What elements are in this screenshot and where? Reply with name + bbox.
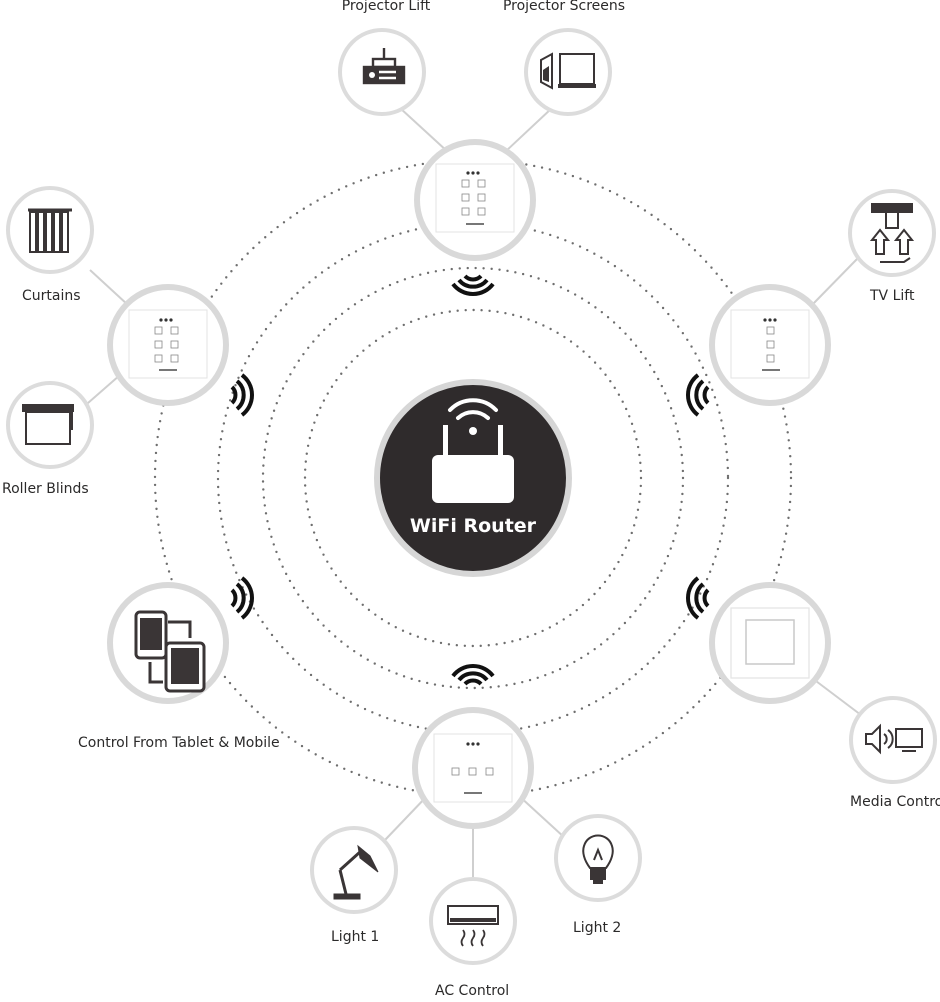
- speaker-tv-icon: [865, 723, 923, 755]
- roller-blind-icon: [22, 404, 74, 445]
- light-bulb-icon: [582, 834, 614, 884]
- router-icon: [432, 398, 514, 503]
- device-roller-blinds[interactable]: [6, 381, 94, 469]
- signal-waves-top: [451, 274, 495, 296]
- label-tablet-mobile: Control From Tablet & Mobile: [78, 735, 280, 751]
- connector-media-control: [807, 674, 866, 719]
- projector-screen-icon: [540, 52, 596, 90]
- panel-tablet-mobile[interactable]: [107, 582, 229, 704]
- device-curtains[interactable]: [6, 186, 94, 274]
- label-light-1: Light 1: [331, 929, 380, 945]
- signal-waves: [230, 274, 710, 686]
- connector-tv-lift: [811, 257, 859, 306]
- curtains-icon: [28, 208, 72, 253]
- device-light-2[interactable]: [554, 814, 642, 902]
- label-projector-lift: Projector Lift: [341, 0, 431, 14]
- signal-waves-left-upper: [230, 373, 254, 417]
- device-projector-screens[interactable]: [524, 28, 612, 116]
- connector-lines: [79, 107, 866, 880]
- label-tv-lift: TV Lift: [870, 288, 915, 304]
- label-ac-control: AC Control: [435, 983, 510, 999]
- air-conditioner-icon: [447, 905, 499, 947]
- panel-top[interactable]: [414, 139, 536, 261]
- wifi-router-hub[interactable]: [374, 379, 572, 577]
- dotted-ring-inner: [303, 308, 643, 648]
- panel-left[interactable]: [107, 284, 229, 406]
- signal-waves-right-upper: [686, 373, 710, 417]
- label-media-control: Media Control: [850, 794, 940, 810]
- dotted-ring-middle: [261, 266, 685, 690]
- connector-projector-lift: [399, 107, 449, 153]
- connector-light-1: [384, 794, 429, 841]
- connector-curtains: [89, 269, 129, 306]
- connector-projector-screens: [504, 107, 553, 153]
- signal-waves-right-lower: [686, 576, 710, 620]
- label-light-2: Light 2: [573, 920, 622, 936]
- signal-waves-left-lower: [230, 576, 254, 620]
- device-tv-lift[interactable]: [848, 189, 936, 277]
- dotted-ring-outer: [153, 158, 793, 798]
- device-light-1[interactable]: [310, 826, 398, 914]
- panel-right[interactable]: [709, 284, 831, 406]
- projector-lift-icon: [362, 48, 406, 85]
- device-media-control[interactable]: [849, 696, 937, 784]
- label-roller-blinds: Roller Blinds: [2, 481, 89, 497]
- panel-media[interactable]: [709, 582, 831, 704]
- tv-lift-icon: [869, 203, 915, 263]
- connector-light-2: [517, 794, 566, 839]
- tablet-mobile-icon: [134, 610, 206, 693]
- panel-bottom[interactable]: [412, 707, 534, 829]
- device-ac-control[interactable]: [429, 877, 517, 965]
- signal-waves-bottom: [451, 664, 495, 686]
- label-curtains: Curtains: [22, 288, 81, 304]
- device-projector-lift[interactable]: [338, 28, 426, 116]
- label-projector-screens: Projector Screens: [502, 0, 626, 14]
- desk-lamp-icon: [333, 844, 379, 900]
- hub-label: WiFi Router: [409, 515, 537, 537]
